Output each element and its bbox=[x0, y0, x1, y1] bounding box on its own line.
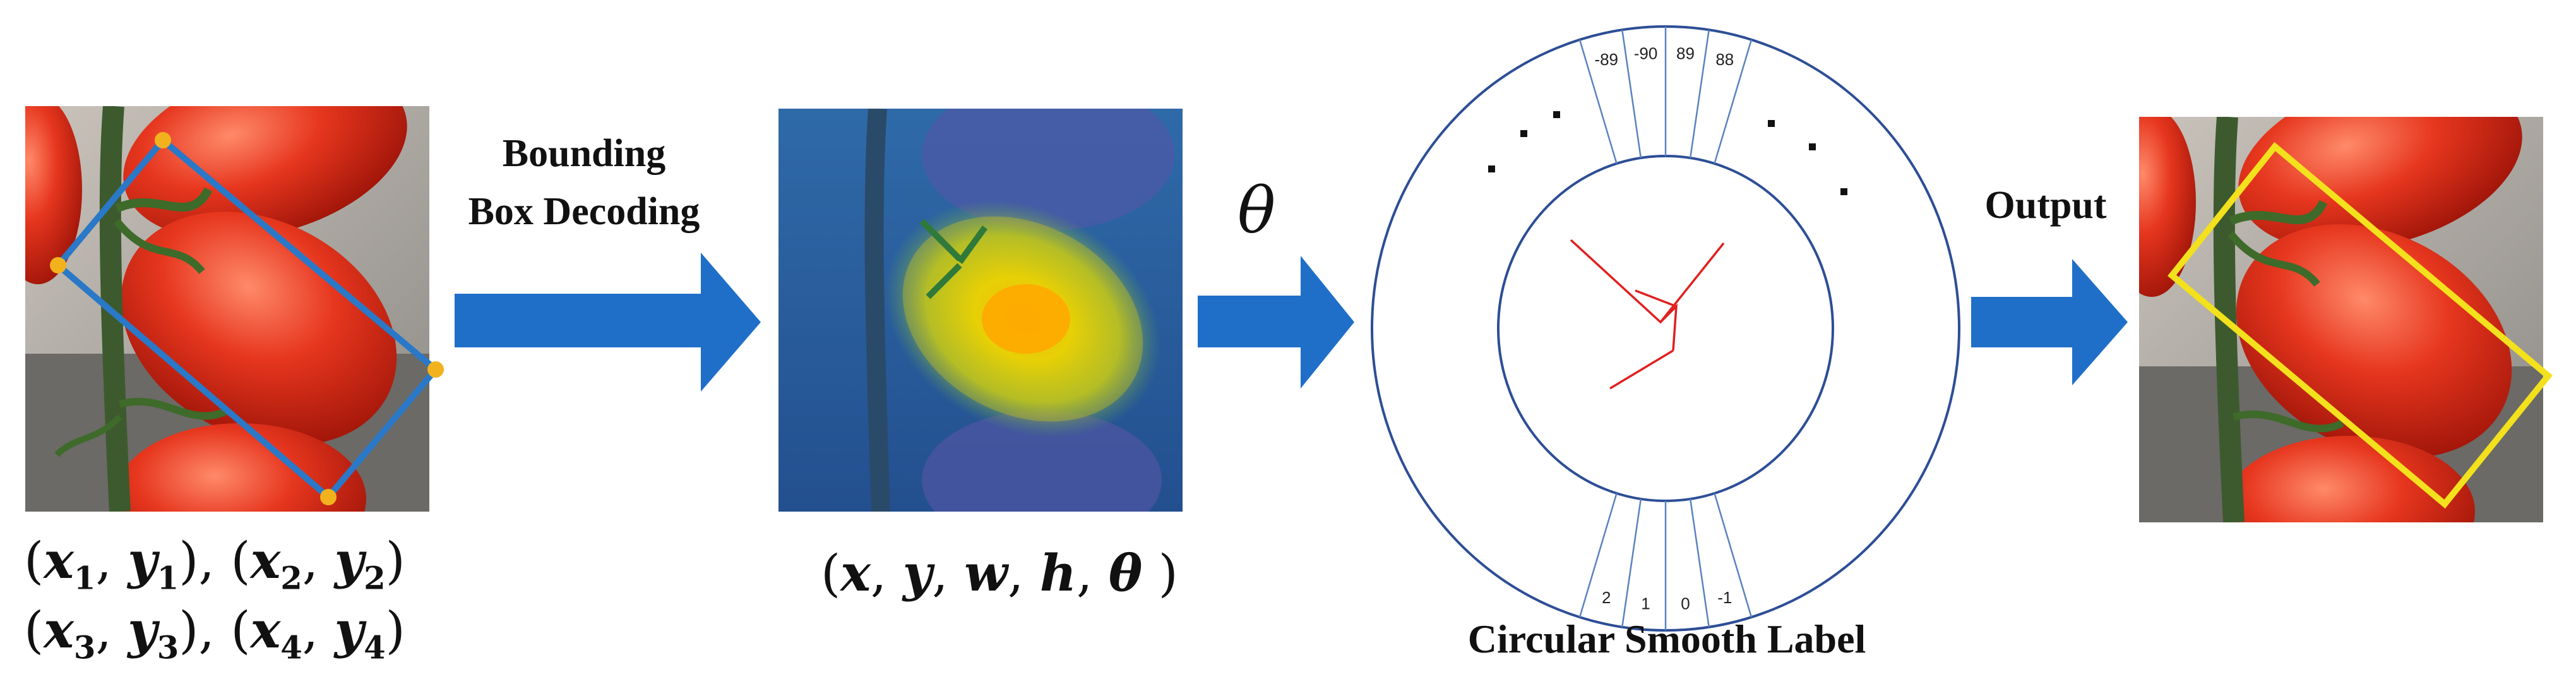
arrow-theta bbox=[1198, 256, 1354, 388]
top-tick-label: 88 bbox=[1715, 50, 1734, 69]
corner-point-1 bbox=[155, 132, 171, 148]
top-tick-label: 89 bbox=[1676, 44, 1695, 63]
bbox-decoding-label-line2: Box Decoding bbox=[468, 190, 700, 233]
arrow-output bbox=[1971, 259, 2128, 385]
circular-smooth-label-wheel: -89 -90 89 88 -1 0 1 2 bbox=[1371, 25, 1960, 632]
arrow-decoding bbox=[455, 253, 761, 392]
bottom-tick-label: -1 bbox=[1717, 588, 1732, 607]
bottom-bin-line bbox=[1621, 498, 1642, 627]
corner-point-3 bbox=[320, 489, 337, 505]
bottom-tick-label: 2 bbox=[1602, 588, 1611, 607]
top-bin-line bbox=[1689, 30, 1710, 159]
circular-smooth-label-title: Circular Smooth Label bbox=[1467, 616, 1866, 661]
params-formula: (x, y, w, h, θ ) bbox=[821, 543, 1178, 603]
bottom-bin-line bbox=[1714, 493, 1753, 618]
top-bin-line bbox=[1578, 39, 1618, 164]
top-bin-line bbox=[1714, 39, 1753, 164]
wheel-inner-ring bbox=[1497, 155, 1834, 502]
output-image bbox=[2139, 117, 2543, 522]
bottom-tick-label: 1 bbox=[1641, 594, 1650, 613]
input-image bbox=[25, 106, 429, 512]
output-label: Output bbox=[1984, 184, 2107, 227]
input-bounding-box bbox=[50, 132, 444, 505]
bottom-bin-line bbox=[1578, 493, 1618, 618]
theta-label: θ bbox=[1237, 174, 1276, 248]
top-tick-label: -89 bbox=[1594, 50, 1618, 69]
corner-point-2 bbox=[427, 361, 444, 378]
top-tick-label: -90 bbox=[1634, 44, 1658, 63]
corner-point-4 bbox=[50, 257, 66, 273]
ellipsis-dots-right bbox=[1768, 120, 1847, 195]
output-bounding-box bbox=[2168, 141, 2553, 509]
corner-coords-row2: (x3, y3), (x4, y4) bbox=[24, 600, 405, 666]
bottom-tick-label: 0 bbox=[1681, 594, 1690, 613]
corner-coords-row1: (x1, y1), (x2, y2) bbox=[24, 531, 405, 597]
bottom-bin-line bbox=[1689, 498, 1710, 627]
ellipsis-dots-left bbox=[1488, 111, 1560, 172]
bbox-decoding-label-line1: Bounding bbox=[502, 132, 666, 175]
heatmap-image bbox=[778, 109, 1183, 512]
angle-lines bbox=[1570, 239, 1725, 390]
top-bin-line bbox=[1621, 30, 1642, 159]
